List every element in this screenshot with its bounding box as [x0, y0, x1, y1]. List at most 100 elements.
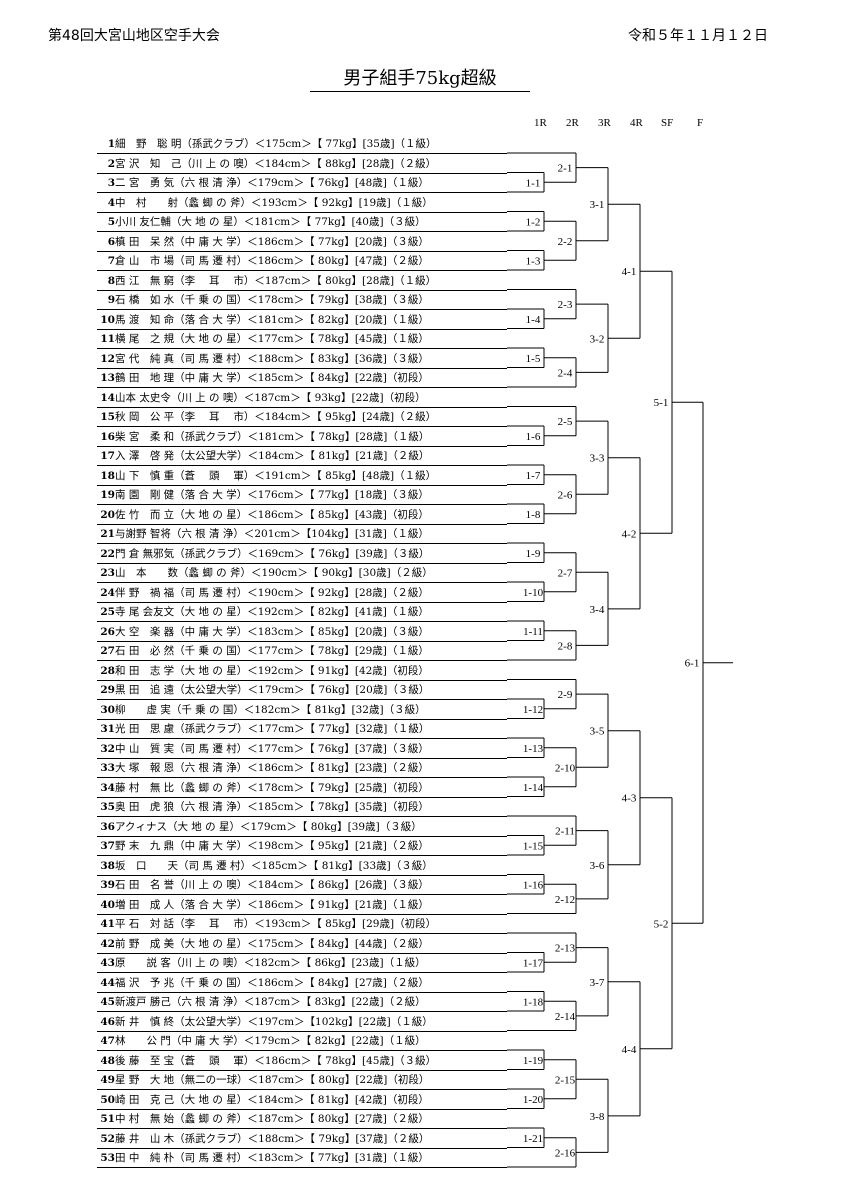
entry-number: 24: [100, 586, 115, 599]
round-label-f: F: [697, 117, 704, 129]
entry-text: 二 宮 勇 気（六 根 清 浄）＜179cm＞【 76kg】[48歳]（１級）: [115, 177, 429, 189]
entry-text: 倉 山 市 場（司 馬 遷 村）＜186cm＞【 80kg】[47歳]（２級）: [115, 255, 429, 267]
entry-text: 槙 田 呆 然（中 庸 大 学）＜186cm＞【 77kg】[20歳]（３級）: [115, 235, 429, 248]
entry-text: 小川 友仁輔（大 地 の 星）＜181cm＞【 77kg】[40歳]（３級）: [115, 216, 426, 228]
match-label: 2-2: [558, 236, 573, 248]
entry-text: 坂 口 天（司 馬 遷 村）＜185cm＞【 81kg】[33歳]（３級）: [115, 859, 433, 872]
entry-number: 9: [107, 294, 115, 306]
match-label: 2-16: [555, 1147, 576, 1159]
match-label: 6-1: [685, 658, 700, 670]
entry-text: 寺 尾 会友文（大 地 の 星）＜192cm＞【 82kg】[41歳]（１級）: [115, 606, 429, 618]
entry-row: 51中 村 無 始（蠡 蝍 の 斧）＜187cm＞【 80kg】[27歳]（２級…: [97, 1110, 507, 1129]
entry-text: 柳 虚 実（千 乗 の 国）＜182cm＞【 81kg】[32歳]（３級）: [115, 703, 426, 716]
entry-row: 44福 沢 予 兆（千 乗 の 国）＜186cm＞【 84kg】[27歳]（２級…: [97, 974, 507, 993]
entry-row: 33大 塚 報 恩（六 根 清 浄）＜186cm＞【 81kg】[23歳]（２級…: [97, 759, 507, 778]
match-label: 1-5: [526, 353, 541, 365]
entry-row: 19南 園 剛 健（落 合 大 学）＜176cm＞【 77kg】[18歳]（３級…: [97, 486, 507, 505]
entry-number: 32: [100, 742, 115, 755]
entry-number: 35: [100, 801, 115, 813]
match-label: 1-13: [523, 743, 544, 755]
match-label: 3-8: [590, 1111, 605, 1123]
entry-text: 宮 代 純 真（司 馬 遷 村）＜188cm＞【 83kg】[36歳]（３級）: [115, 352, 429, 365]
entry-text: 鶴 田 地 理（中 庸 大 学）＜185cm＞【 84kg】[22歳]（初段）: [115, 372, 429, 384]
match-label: 3-4: [590, 604, 605, 616]
entry-number: 52: [100, 1132, 115, 1145]
match-label: 1-17: [523, 957, 544, 969]
entry-text: 星 野 大 地（無二の一球）＜187cm＞【 80kg】[22歳]（初段）: [115, 1074, 430, 1086]
entry-number: 15: [100, 411, 115, 423]
match-label: 2-9: [558, 689, 573, 701]
match-label: 1-6: [526, 431, 541, 443]
entry-number: 34: [100, 781, 115, 794]
entry-number: 18: [100, 469, 115, 482]
match-label: 1-11: [523, 626, 543, 638]
entry-row: 53田 中 純 朴（司 馬 遷 村）＜183cm＞【 77kg】[31歳]（１級…: [97, 1149, 507, 1168]
match-label: 2-10: [555, 762, 576, 774]
match-label: 3-3: [590, 453, 605, 465]
entry-text: 中 村 無 始（蠡 蝍 の 斧）＜187cm＞【 80kg】[27歳]（２級）: [115, 1113, 429, 1125]
entry-row: 8西 江 無 窮（李 耳 市）＜187cm＞【 80kg】[28歳]（１級）: [97, 272, 507, 291]
entry-number: 2: [107, 157, 115, 170]
entry-row: 41平 石 対 話（李 耳 市）＜193cm＞【 85kg】[29歳]（初段）: [97, 915, 507, 934]
entry-row: 34藤 村 無 比（蠡 蝍 の 斧）＜178cm＞【 79kg】[25歳]（初段…: [97, 779, 507, 798]
entry-number: 3: [107, 177, 115, 189]
entry-row: 46新 井 慎 終（太公望大学）＜197cm＞【102kg】[22歳]（１級）: [97, 1013, 507, 1032]
entry-number: 37: [100, 840, 115, 852]
match-label: 3-2: [590, 333, 605, 345]
entry-text: 光 田 思 慮（孫武クラブ）＜177cm＞【 77kg】[32歳]（１級）: [115, 723, 430, 735]
entry-row: 49星 野 大 地（無二の一球）＜187cm＞【 80kg】[22歳]（初段）: [97, 1071, 507, 1090]
match-label: 1-9: [526, 548, 541, 560]
match-label: 5-2: [654, 918, 669, 930]
entry-row: 18山 下 慎 重（蒼 頭 軍）＜191cm＞【 85kg】[48歳]（１級）: [97, 467, 507, 486]
entry-text: 与謝野 智将（六 根 清 浄）＜201cm＞【104kg】[31歳]（１級）: [115, 528, 429, 540]
match-label: 1-3: [526, 255, 541, 267]
entry-text: 和 田 志 学（大 地 の 星）＜192cm＞【 91kg】[42歳]（初段）: [115, 664, 429, 677]
entry-text: 野 末 九 鼎（中 庸 大 学）＜198cm＞【 95kg】[21歳]（２級）: [115, 840, 429, 852]
entry-row: 38坂 口 天（司 馬 遷 村）＜185cm＞【 81kg】[33歳]（３級）: [97, 857, 507, 876]
entry-number: 33: [100, 762, 115, 774]
match-label: 1-1: [526, 177, 541, 189]
round-label-1r: 1R: [534, 117, 547, 129]
entry-number: 44: [100, 976, 115, 989]
entry-text: 林 公 門（中 庸 大 学）＜179cm＞【 82kg】[22歳]（１級）: [115, 1035, 426, 1047]
entry-row: 39石 田 名 誉（川 上 の 噢）＜184cm＞【 86kg】[26歳]（３級…: [97, 876, 507, 895]
entry-row: 9石 橋 如 水（千 乗 の 国）＜178cm＞【 79kg】[38歳]（３級）: [97, 291, 507, 310]
match-label: 2-5: [558, 416, 573, 428]
match-label: 1-8: [526, 509, 541, 521]
entry-number: 14: [100, 391, 115, 404]
entry-text: 石 橋 如 水（千 乗 の 国）＜178cm＞【 79kg】[38歳]（３級）: [115, 294, 429, 306]
entry-number: 20: [100, 508, 115, 521]
match-label: 5-1: [654, 397, 669, 409]
entry-row: 7倉 山 市 場（司 馬 遷 村）＜186cm＞【 80kg】[47歳]（２級）: [97, 252, 507, 271]
entry-row: 47林 公 門（中 庸 大 学）＜179cm＞【 82kg】[22歳]（１級）: [97, 1032, 507, 1051]
entry-text: 藤 井 山 木（孫武クラブ）＜188cm＞【 79kg】[37歳]（２級）: [115, 1132, 430, 1145]
match-label: 3-1: [590, 199, 605, 211]
entry-number: 22: [100, 547, 115, 560]
entry-text: 石 田 名 誉（川 上 の 噢）＜184cm＞【 86kg】[26歳]（３級）: [115, 879, 429, 891]
entry-number: 48: [100, 1054, 115, 1067]
entry-row: 30柳 虚 実（千 乗 の 国）＜182cm＞【 81kg】[32歳]（３級）: [97, 701, 507, 720]
entry-number: 31: [100, 723, 115, 735]
entry-text: 増 田 成 人（落 合 大 学）＜186cm＞【 91kg】[21歳]（１級）: [115, 898, 429, 911]
entry-row: 45新渡戸 勝己（六 根 清 浄）＜187cm＞【 83kg】[22歳]（２級）: [97, 993, 507, 1012]
match-label: 3-5: [590, 726, 605, 738]
match-label: 1-4: [526, 314, 541, 326]
entry-number: 47: [100, 1035, 115, 1047]
event-title: 第48回大宮山地区空手大会: [48, 28, 220, 44]
match-label: 1-10: [523, 587, 544, 599]
entry-number: 4: [107, 196, 115, 209]
match-label: 1-7: [526, 470, 541, 482]
match-label: 1-12: [523, 704, 543, 716]
entry-row: 43原 説 客（川 上 の 噢）＜182cm＞【 86kg】[23歳]（１級）: [97, 954, 507, 973]
entry-text: 横 尾 之 規（大 地 の 星）＜177cm＞【 78kg】[45歳]（１級）: [115, 333, 429, 345]
entry-row: 31光 田 思 慮（孫武クラブ）＜177cm＞【 77kg】[32歳]（１級）: [97, 720, 507, 739]
entry-text: 宮 沢 知 己（川 上 の 噢）＜184cm＞【 88kg】[28歳]（２級）: [115, 157, 437, 170]
entry-number: 43: [100, 957, 115, 969]
entry-text: 山本 太史令（川 上 の 噢）＜187cm＞【 93kg】[22歳]（初段）: [115, 391, 426, 404]
entry-row: 32中 山 質 実（司 馬 遷 村）＜177cm＞【 76kg】[37歳]（３級…: [97, 740, 507, 759]
entry-row: 20佐 竹 而 立（大 地 の 星）＜186cm＞【 85kg】[43歳]（初段…: [97, 506, 507, 525]
entry-text: 崎 田 克 己（大 地 の 星）＜184cm＞【 81kg】[42歳]（初段）: [115, 1093, 429, 1106]
entry-row: 28和 田 志 学（大 地 の 星）＜192cm＞【 91kg】[42歳]（初段…: [97, 662, 507, 681]
entry-text: 大 塚 報 恩（六 根 清 浄）＜186cm＞【 81kg】[23歳]（２級）: [115, 762, 429, 774]
